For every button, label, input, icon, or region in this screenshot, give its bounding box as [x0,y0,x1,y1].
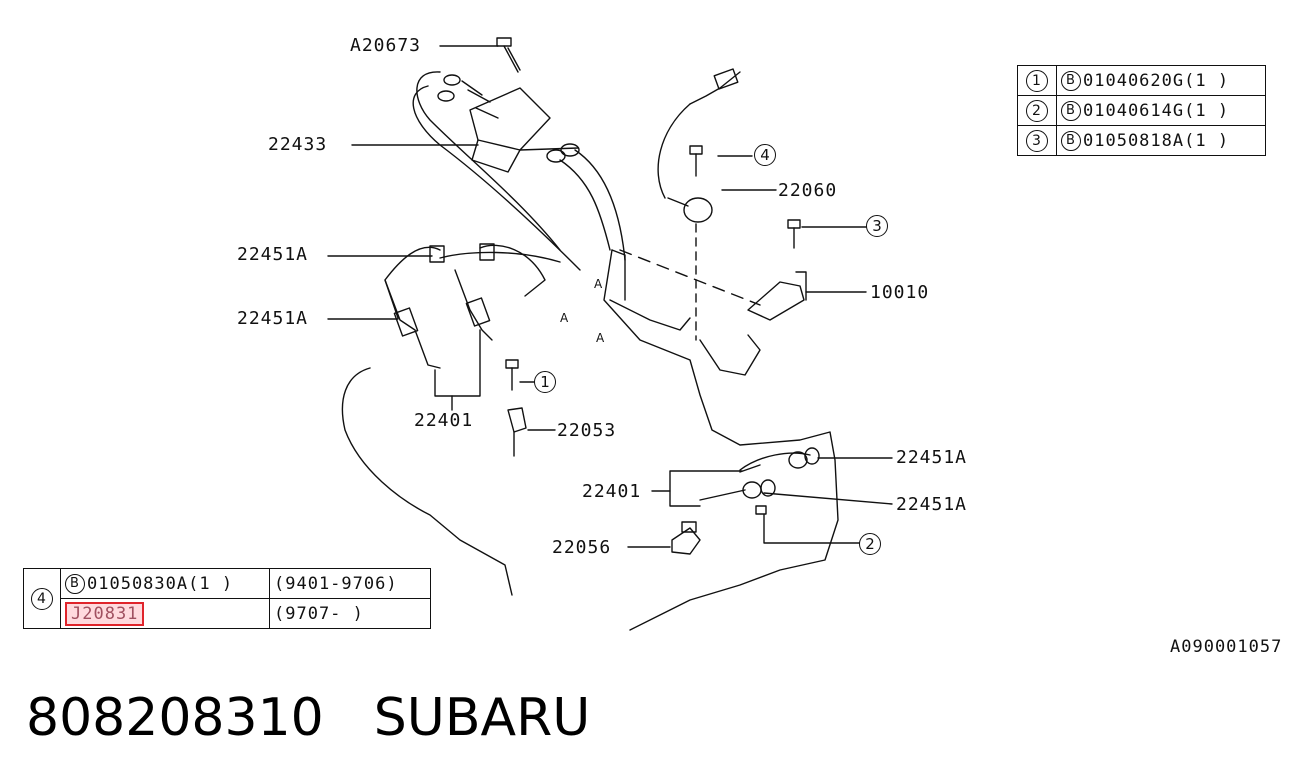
legend-left-qty-1: (1 ) [188,573,234,594]
footer-title: 808208310 SUBARU [26,688,590,748]
legend-left-row-2: J20831 (9707- ) [24,598,431,629]
b-mark-icon: B [1061,130,1081,151]
legend-number-3: 3 [1026,129,1048,152]
b-mark-icon: B [65,573,85,594]
svg-text:A: A [594,277,603,291]
legend-left-part-2-highlighted[interactable]: J20831 [65,601,145,626]
bolt-a20673 [496,37,521,73]
label-22433: 22433 [268,134,328,155]
legend-part-3: 01050818A [1083,130,1185,151]
label-22451a-right-lower: 22451A [896,494,968,515]
svg-text:A: A [596,331,605,345]
legend-number-2: 2 [1026,99,1048,122]
legend-number-1: 1 [1026,69,1048,92]
label-22401-lower: 22401 [582,481,642,502]
diagram-reference-code: A090001057 [1170,637,1283,657]
label-22401-upper: 22401 [414,410,474,431]
label-22053: 22053 [557,420,617,441]
label-22451a-right-upper: 22451A [896,447,968,468]
legend-left-number: 4 [31,587,53,610]
legend-left-part-1: 01050830A [87,573,189,594]
legend-qty-1: (1 ) [1184,70,1230,91]
b-mark-icon: B [1061,100,1081,121]
label-22056: 22056 [552,537,612,558]
legend-part-1: 01040620G [1083,70,1185,91]
label-22060: 22060 [778,180,838,201]
label-22451a-upper: 22451A [237,244,309,265]
coil-pack [437,74,580,173]
callout-3: 3 [866,215,888,237]
footer-part-number: 808208310 [26,688,324,748]
legend-left-period-1: (9401-9706) [274,573,398,594]
callout-4: 4 [754,144,776,166]
legend-qty-3: (1 ) [1184,130,1230,151]
callout-2: 2 [859,533,881,555]
svg-text:A: A [560,311,569,325]
legend-left-period-2: (9707- ) [274,603,364,624]
callout-1: 1 [534,371,556,393]
label-10010: 10010 [870,282,930,303]
legend-part-2: 01040614G [1083,100,1185,121]
label-22451a-left: 22451A [237,308,309,329]
footer-brand: SUBARU [373,688,591,748]
legend-qty-2: (1 ) [1184,100,1230,121]
b-mark-icon: B [1061,70,1081,91]
label-a20673: A20673 [350,35,422,56]
